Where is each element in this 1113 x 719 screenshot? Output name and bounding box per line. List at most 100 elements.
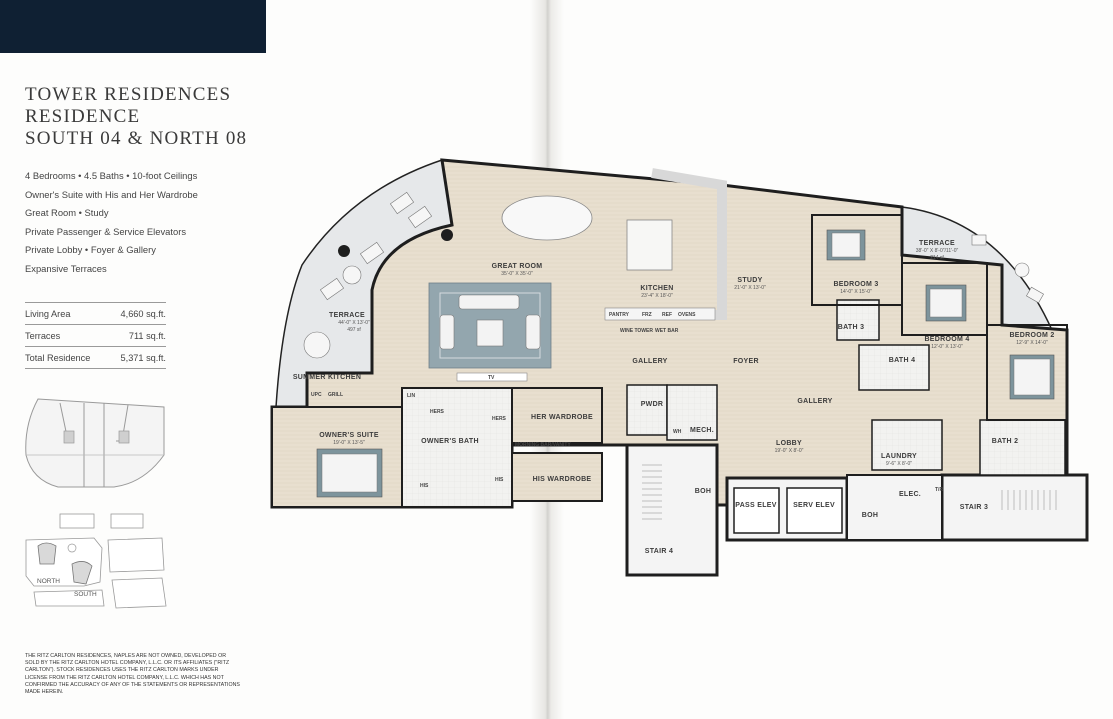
his-wardrobe-label: HIS WARDROBE <box>533 476 592 483</box>
stair-3-treads <box>1001 490 1057 510</box>
bedroom-3-label: BEDROOM 3 <box>833 281 878 288</box>
bedroom-4-walls <box>901 262 988 336</box>
boh-corridor <box>846 474 943 541</box>
terrace-left-area: 497 sf <box>347 327 361 333</box>
area-label: Total Residence <box>25 346 109 369</box>
south-label: SOUTH <box>74 591 97 598</box>
owners-bath-label: OWNER'S BATH <box>421 438 479 445</box>
coffee-table <box>476 319 504 347</box>
hers-label: HERS <box>430 409 445 415</box>
header-color-bar <box>0 0 266 53</box>
chairs-row <box>458 294 520 310</box>
tv-label: TV <box>488 375 495 381</box>
passenger-elevator <box>733 487 780 534</box>
title-line-1: TOWER RESIDENCES <box>25 84 232 105</box>
summer-dining-table <box>303 331 331 359</box>
kitchen-dim: 23'-4" X 18'-0" <box>641 293 673 299</box>
grill-label: GRILL <box>328 392 343 398</box>
refrigerator-label: REF <box>662 312 672 318</box>
area-table: Living Area 4,660 sq.ft. Terraces 711 sq… <box>25 302 166 369</box>
area-row: Terraces 711 sq.ft. <box>25 324 166 347</box>
great-room-dim: 35'-0" X 35'-0" <box>501 271 533 277</box>
pantry-label: PANTRY <box>609 312 630 318</box>
terrace-table <box>342 265 362 285</box>
terrace-left-label: TERRACE <box>329 312 365 319</box>
bath-3-label: BATH 3 <box>838 324 865 331</box>
feature-item: Private Lobby • Foyer & Gallery <box>25 244 156 255</box>
feature-item: 4 Bedrooms • 4.5 Baths • 10-foot Ceiling… <box>25 170 198 181</box>
wet-bar-label: WET BAR <box>655 328 679 334</box>
wine-tower-label: WINE TOWER <box>620 328 653 334</box>
site-plan-drawing <box>25 513 167 609</box>
bedroom-2-dim: 12'-9" X 14'-0" <box>1016 340 1048 346</box>
powder-room-area <box>626 384 668 436</box>
stair-3-core <box>940 473 1089 542</box>
ovens-label: OVENS <box>678 312 696 318</box>
feature-item: Great Room • Study <box>25 207 109 218</box>
bath-4-area <box>858 344 930 391</box>
area-value: 711 sq.ft. <box>108 324 166 347</box>
mech-room-area <box>666 384 718 441</box>
serv-elev-label: SERV ELEV <box>793 502 835 509</box>
bedroom-3-dim: 14'-0" X 15'-0" <box>840 289 872 295</box>
boh-left-label: BOH <box>695 488 711 495</box>
kitchen-appliance-bar <box>604 307 716 321</box>
foyer-label: FOYER <box>733 358 759 365</box>
north-label: NORTH <box>37 578 60 585</box>
his-label: HIS <box>420 483 429 489</box>
residence-title: TOWER RESIDENCES RESIDENCE SOUTH 04 & NO… <box>25 84 265 150</box>
her-wardrobe-label: HER WARDROBE <box>531 414 593 421</box>
lobby-dim: 19'-0" X 8'-0" <box>775 448 804 454</box>
column <box>441 229 453 241</box>
his-wardrobe-area <box>511 452 603 502</box>
gallery-top-label: GALLERY <box>632 358 667 365</box>
bedroom-2-walls <box>986 324 1068 421</box>
hers-vanity-label: HERS <box>492 416 507 422</box>
service-elevator <box>786 487 843 534</box>
bath-3-area <box>836 299 880 341</box>
bath-4-label: BATH 4 <box>889 357 916 364</box>
feature-list: 4 Bedrooms • 4.5 Baths • 10-foot Ceiling… <box>25 170 255 281</box>
elec-label: ELEC. <box>899 491 921 498</box>
bedroom-4-label: BEDROOM 4 <box>924 336 969 343</box>
her-wardrobe-area <box>511 387 603 444</box>
upc-label: UPC <box>311 392 322 398</box>
terrace-right-label: TERRACE <box>919 240 955 247</box>
title-line-3: SOUTH 04 & NORTH 08 <box>25 128 248 149</box>
gallery-mid-label: GALLERY <box>797 398 832 405</box>
stair-3-label: STAIR 3 <box>960 504 988 511</box>
floor-key-plan <box>24 395 169 490</box>
owners-suite-label: OWNER'S SUITE <box>319 432 379 439</box>
great-room-label: GREAT ROOM <box>492 263 543 270</box>
freezer-label: FRZ <box>642 312 652 318</box>
study-label: STUDY <box>737 277 762 284</box>
legal-disclaimer: THE RITZ CARLTON RESIDENCES, NAPLES ARE … <box>25 653 240 696</box>
owners-bath-area <box>401 387 513 508</box>
bath-2-area <box>979 419 1066 476</box>
trash-label: T/R <box>935 487 943 493</box>
area-row: Total Residence 5,371 sq.ft. <box>25 346 166 369</box>
bedroom-3-walls <box>811 214 903 306</box>
floor-plan-drawing: GREAT ROOM 35'-0" X 35'-0" KITCHEN 23'-4… <box>270 158 1089 577</box>
tv-console <box>456 372 528 382</box>
bedroom-2-label: BEDROOM 2 <box>1009 332 1054 339</box>
terrace-right-area: 214 sf <box>930 255 944 261</box>
terrace-right-dim: 38'-0" X 8'-0"/11'-0" <box>916 248 959 254</box>
bath-2-label: BATH 2 <box>992 438 1019 445</box>
area-label: Terraces <box>25 324 109 347</box>
sofa-right <box>525 314 541 350</box>
terrace-left-dim: 44'-0" X 13'-0" <box>338 320 370 326</box>
boh-right-label: BOH <box>862 512 878 519</box>
feature-item: Private Passenger & Service Elevators <box>25 225 187 237</box>
stair-4-treads <box>642 464 662 520</box>
key-plan-drawing <box>25 398 165 488</box>
water-heater-label: WH <box>673 429 682 435</box>
title-line-2: RESIDENCE <box>25 106 141 127</box>
laundry-dim: 9'-6" X 8'-0" <box>886 461 912 467</box>
kitchen-label: KITCHEN <box>640 285 673 292</box>
study-dim: 21'-0" X 13'-0" <box>734 285 766 291</box>
sofa-left <box>439 314 455 350</box>
laundry-area <box>871 419 943 471</box>
pass-elev-label: PASS ELEV <box>735 502 777 509</box>
